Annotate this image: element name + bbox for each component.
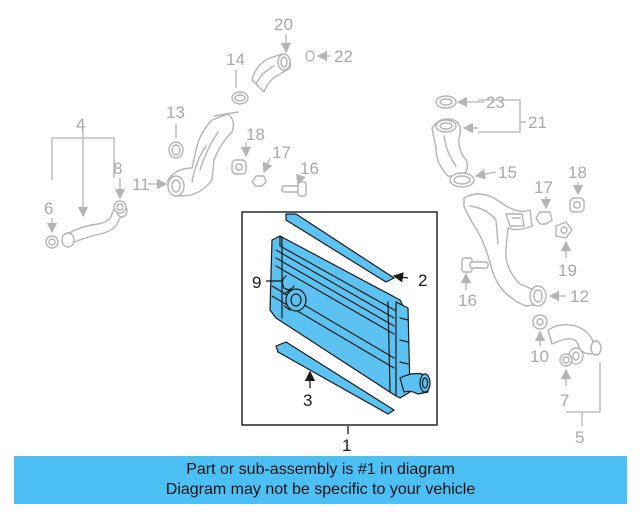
callout-3: 3 — [303, 391, 312, 410]
nut-part-17-right — [535, 211, 553, 225]
pipe-part-11 — [167, 111, 239, 197]
hose-part-14 — [231, 91, 249, 105]
callout-6: 6 — [44, 199, 53, 218]
callout-5: 5 — [575, 428, 584, 447]
callout-9: 9 — [252, 273, 261, 292]
callout-21: 21 — [528, 113, 547, 132]
nut-part-17-left — [251, 175, 267, 187]
clamp-part-10 — [532, 314, 548, 330]
callout-23: 23 — [486, 93, 505, 112]
clamp-part-7 — [559, 353, 573, 367]
callout-4: 4 — [76, 115, 85, 134]
banner-line-1: Part or sub-assembly is #1 in diagram — [186, 461, 455, 478]
callout-20: 20 — [274, 15, 293, 34]
clamp-part-23 — [435, 95, 457, 109]
hose-part-5 — [547, 323, 602, 365]
callout-7: 7 — [560, 391, 569, 410]
callout-12: 12 — [570, 287, 589, 306]
callout-11: 11 — [132, 175, 150, 194]
callout-10: 10 — [530, 347, 549, 366]
bolt-part-16-left — [281, 181, 307, 197]
clamp-part-6 — [45, 235, 59, 249]
hose-part-21 — [431, 118, 469, 177]
callout-14: 14 — [226, 50, 245, 69]
air-guide-part-2[interactable] — [285, 213, 395, 283]
callout-16-right: 16 — [458, 291, 477, 310]
callout-17-right: 17 — [534, 178, 553, 197]
callout-16-left: 16 — [300, 159, 319, 178]
callout-19: 19 — [558, 261, 577, 280]
callout-18-left: 18 — [246, 125, 265, 144]
callout-13: 13 — [166, 103, 185, 122]
pipe-part-12 — [463, 193, 547, 307]
air-guide-part-3[interactable] — [275, 341, 395, 415]
callout-1: 1 — [342, 436, 351, 455]
grommet-part-18-left — [231, 159, 247, 175]
banner-line-2: Diagram may not be specific to your vehi… — [165, 481, 476, 498]
clip-part-22 — [305, 50, 315, 62]
callout-18-right: 18 — [568, 163, 587, 182]
intercooler-part-1[interactable] — [269, 235, 431, 399]
oring-part-13 — [168, 141, 184, 159]
clip-part-9[interactable] — [281, 275, 295, 291]
callout-17-left: 17 — [272, 143, 291, 162]
bolt-part-16-right — [461, 257, 489, 273]
clamp-part-15 — [449, 172, 475, 188]
callout-22: 22 — [334, 47, 353, 66]
hose-part-20 — [251, 53, 292, 93]
sensor-part-19 — [555, 221, 573, 239]
info-banner: Part or sub-assembly is #1 in diagram Di… — [14, 456, 627, 504]
callout-2: 2 — [418, 271, 427, 290]
clamp-part-8 — [113, 200, 127, 214]
callout-8: 8 — [113, 159, 122, 178]
grommet-part-18-right — [569, 197, 585, 213]
callout-15: 15 — [498, 163, 517, 182]
